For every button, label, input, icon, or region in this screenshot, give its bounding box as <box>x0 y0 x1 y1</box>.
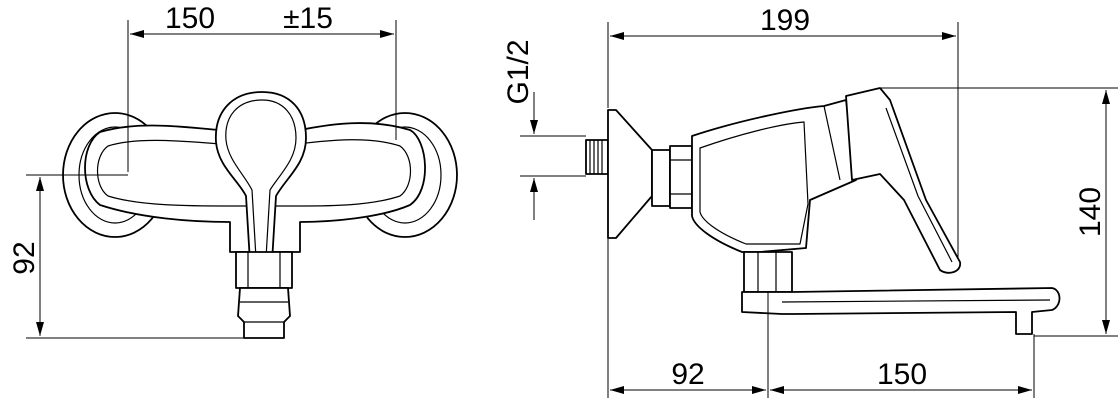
front-width-dimension: 150 ±15 <box>127 2 397 172</box>
front-view <box>62 91 458 339</box>
wall-flange-side <box>607 109 653 239</box>
union-nut <box>651 149 671 207</box>
spout-side <box>741 287 1061 335</box>
side-diverter <box>743 251 793 293</box>
side-height-value: 140 <box>1074 187 1107 237</box>
front-width-tolerance: ±15 <box>283 2 333 35</box>
side-depth-value: 199 <box>760 4 810 37</box>
wall-to-spout-value: 92 <box>671 358 704 391</box>
front-height-dimension: 92 <box>8 174 250 339</box>
thread-label: G1/2 <box>502 39 535 104</box>
side-bottom-dimensions: 92 150 <box>607 238 1035 398</box>
thread-connector <box>585 139 609 175</box>
diverter-block <box>235 251 293 289</box>
side-view <box>585 87 1061 335</box>
front-width-value: 150 <box>165 2 215 35</box>
lever-side <box>845 87 961 274</box>
side-depth-dimension: 199 <box>607 4 959 258</box>
outlet-front <box>237 287 291 339</box>
thread-dimension: G1/2 <box>502 39 586 220</box>
front-height-value: 92 <box>8 241 41 274</box>
spout-length-value: 150 <box>877 358 927 391</box>
side-height-dimension: 140 <box>880 87 1118 337</box>
